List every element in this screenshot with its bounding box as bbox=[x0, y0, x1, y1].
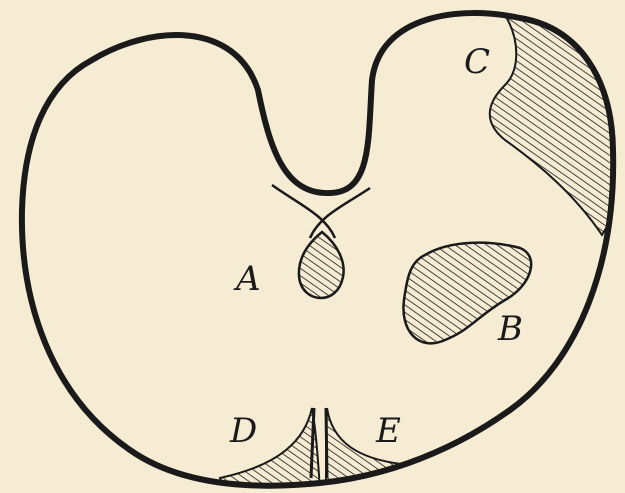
notch-inner-line-2 bbox=[310, 188, 370, 238]
label-b: B bbox=[497, 309, 523, 349]
region-a-hatched bbox=[299, 232, 344, 298]
label-a: A bbox=[233, 259, 261, 299]
region-c-hatched bbox=[490, 15, 622, 235]
bottom-spike-right bbox=[326, 408, 327, 478]
label-e: E bbox=[375, 411, 401, 451]
label-c: C bbox=[464, 42, 490, 82]
label-d: D bbox=[229, 411, 257, 451]
